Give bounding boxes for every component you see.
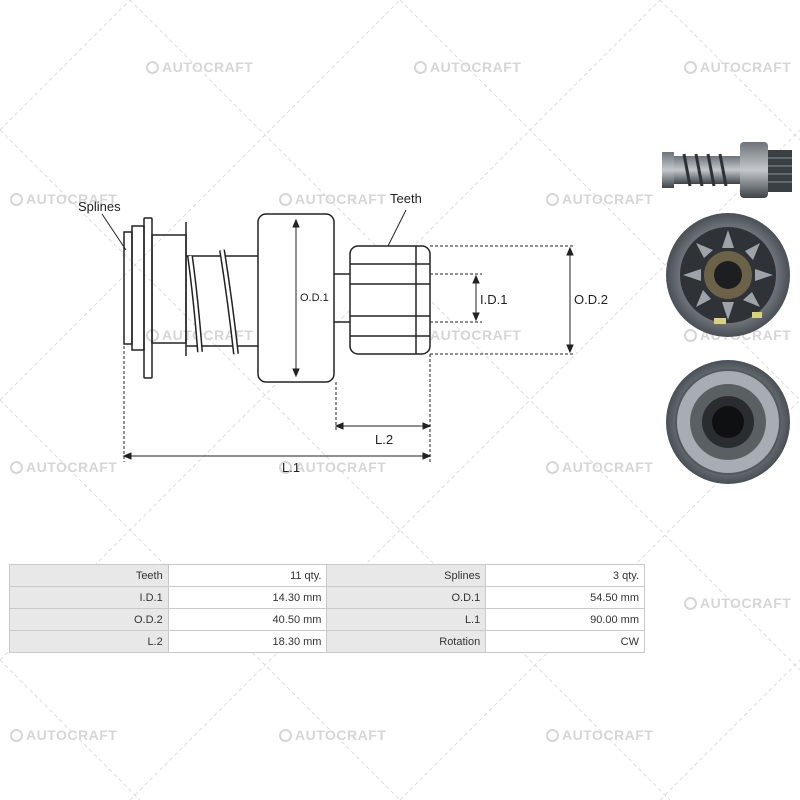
splines-callout: Splines xyxy=(78,199,121,214)
spec-key: Rotation xyxy=(326,630,487,653)
spec-value: 14.30 mm xyxy=(167,586,328,609)
spec-key: Splines xyxy=(326,564,487,587)
photo-spline-end-view xyxy=(666,360,790,484)
watermark-logo: AUTOCRAFT xyxy=(684,595,791,611)
od2-arrowheads xyxy=(566,246,574,354)
spec-value: 11 qty. xyxy=(167,564,328,587)
starter-drive-drawing: Splines Teeth O.D.1 I.D.1 O.D.2 L.2 L.1 xyxy=(78,191,608,475)
watermark-ring-icon xyxy=(684,596,697,610)
photo-pinion-end-view xyxy=(666,213,790,337)
spec-key: L.1 xyxy=(326,608,487,631)
watermark-logo: AUTOCRAFT xyxy=(279,727,386,743)
clutch-hub xyxy=(151,234,187,344)
watermark-ring-icon xyxy=(10,728,23,742)
back-washer xyxy=(143,217,153,379)
spec-key: I.D.1 xyxy=(9,586,169,609)
od2-label: O.D.2 xyxy=(574,292,608,307)
od1-label: O.D.1 xyxy=(300,292,329,304)
spec-key: Teeth xyxy=(9,564,169,587)
spec-value: 18.30 mm xyxy=(167,630,328,653)
l1-arrowheads xyxy=(122,452,432,460)
photo-side-view xyxy=(662,142,792,198)
spec-key: O.D.2 xyxy=(9,608,169,631)
l1-label: L.1 xyxy=(282,460,300,475)
watermark-ring-icon xyxy=(279,728,292,742)
watermark-logo: AUTOCRAFT xyxy=(546,727,653,743)
od1-arrowheads xyxy=(292,218,300,378)
teeth-leader xyxy=(387,209,407,247)
splines-leader xyxy=(101,213,127,251)
id1-label: I.D.1 xyxy=(480,292,507,307)
spec-value: 3 qty. xyxy=(485,564,645,587)
splines-collar xyxy=(131,225,145,351)
spec-value: 40.50 mm xyxy=(167,608,328,631)
drive-outline xyxy=(123,213,431,383)
id1-arrowheads xyxy=(472,274,480,322)
spec-value: 54.50 mm xyxy=(485,586,645,609)
spec-value: 90.00 mm xyxy=(485,608,645,631)
teeth-callout: Teeth xyxy=(390,191,422,206)
spec-value: CW xyxy=(485,630,645,653)
watermark-logo: AUTOCRAFT xyxy=(10,727,117,743)
spec-key: L.2 xyxy=(9,630,169,653)
pinion-gear xyxy=(349,245,431,355)
l2-label: L.2 xyxy=(375,432,393,447)
product-photos xyxy=(662,142,792,484)
spec-key: O.D.1 xyxy=(326,586,487,609)
watermark-ring-icon xyxy=(546,728,559,742)
l2-arrowheads xyxy=(334,422,432,430)
